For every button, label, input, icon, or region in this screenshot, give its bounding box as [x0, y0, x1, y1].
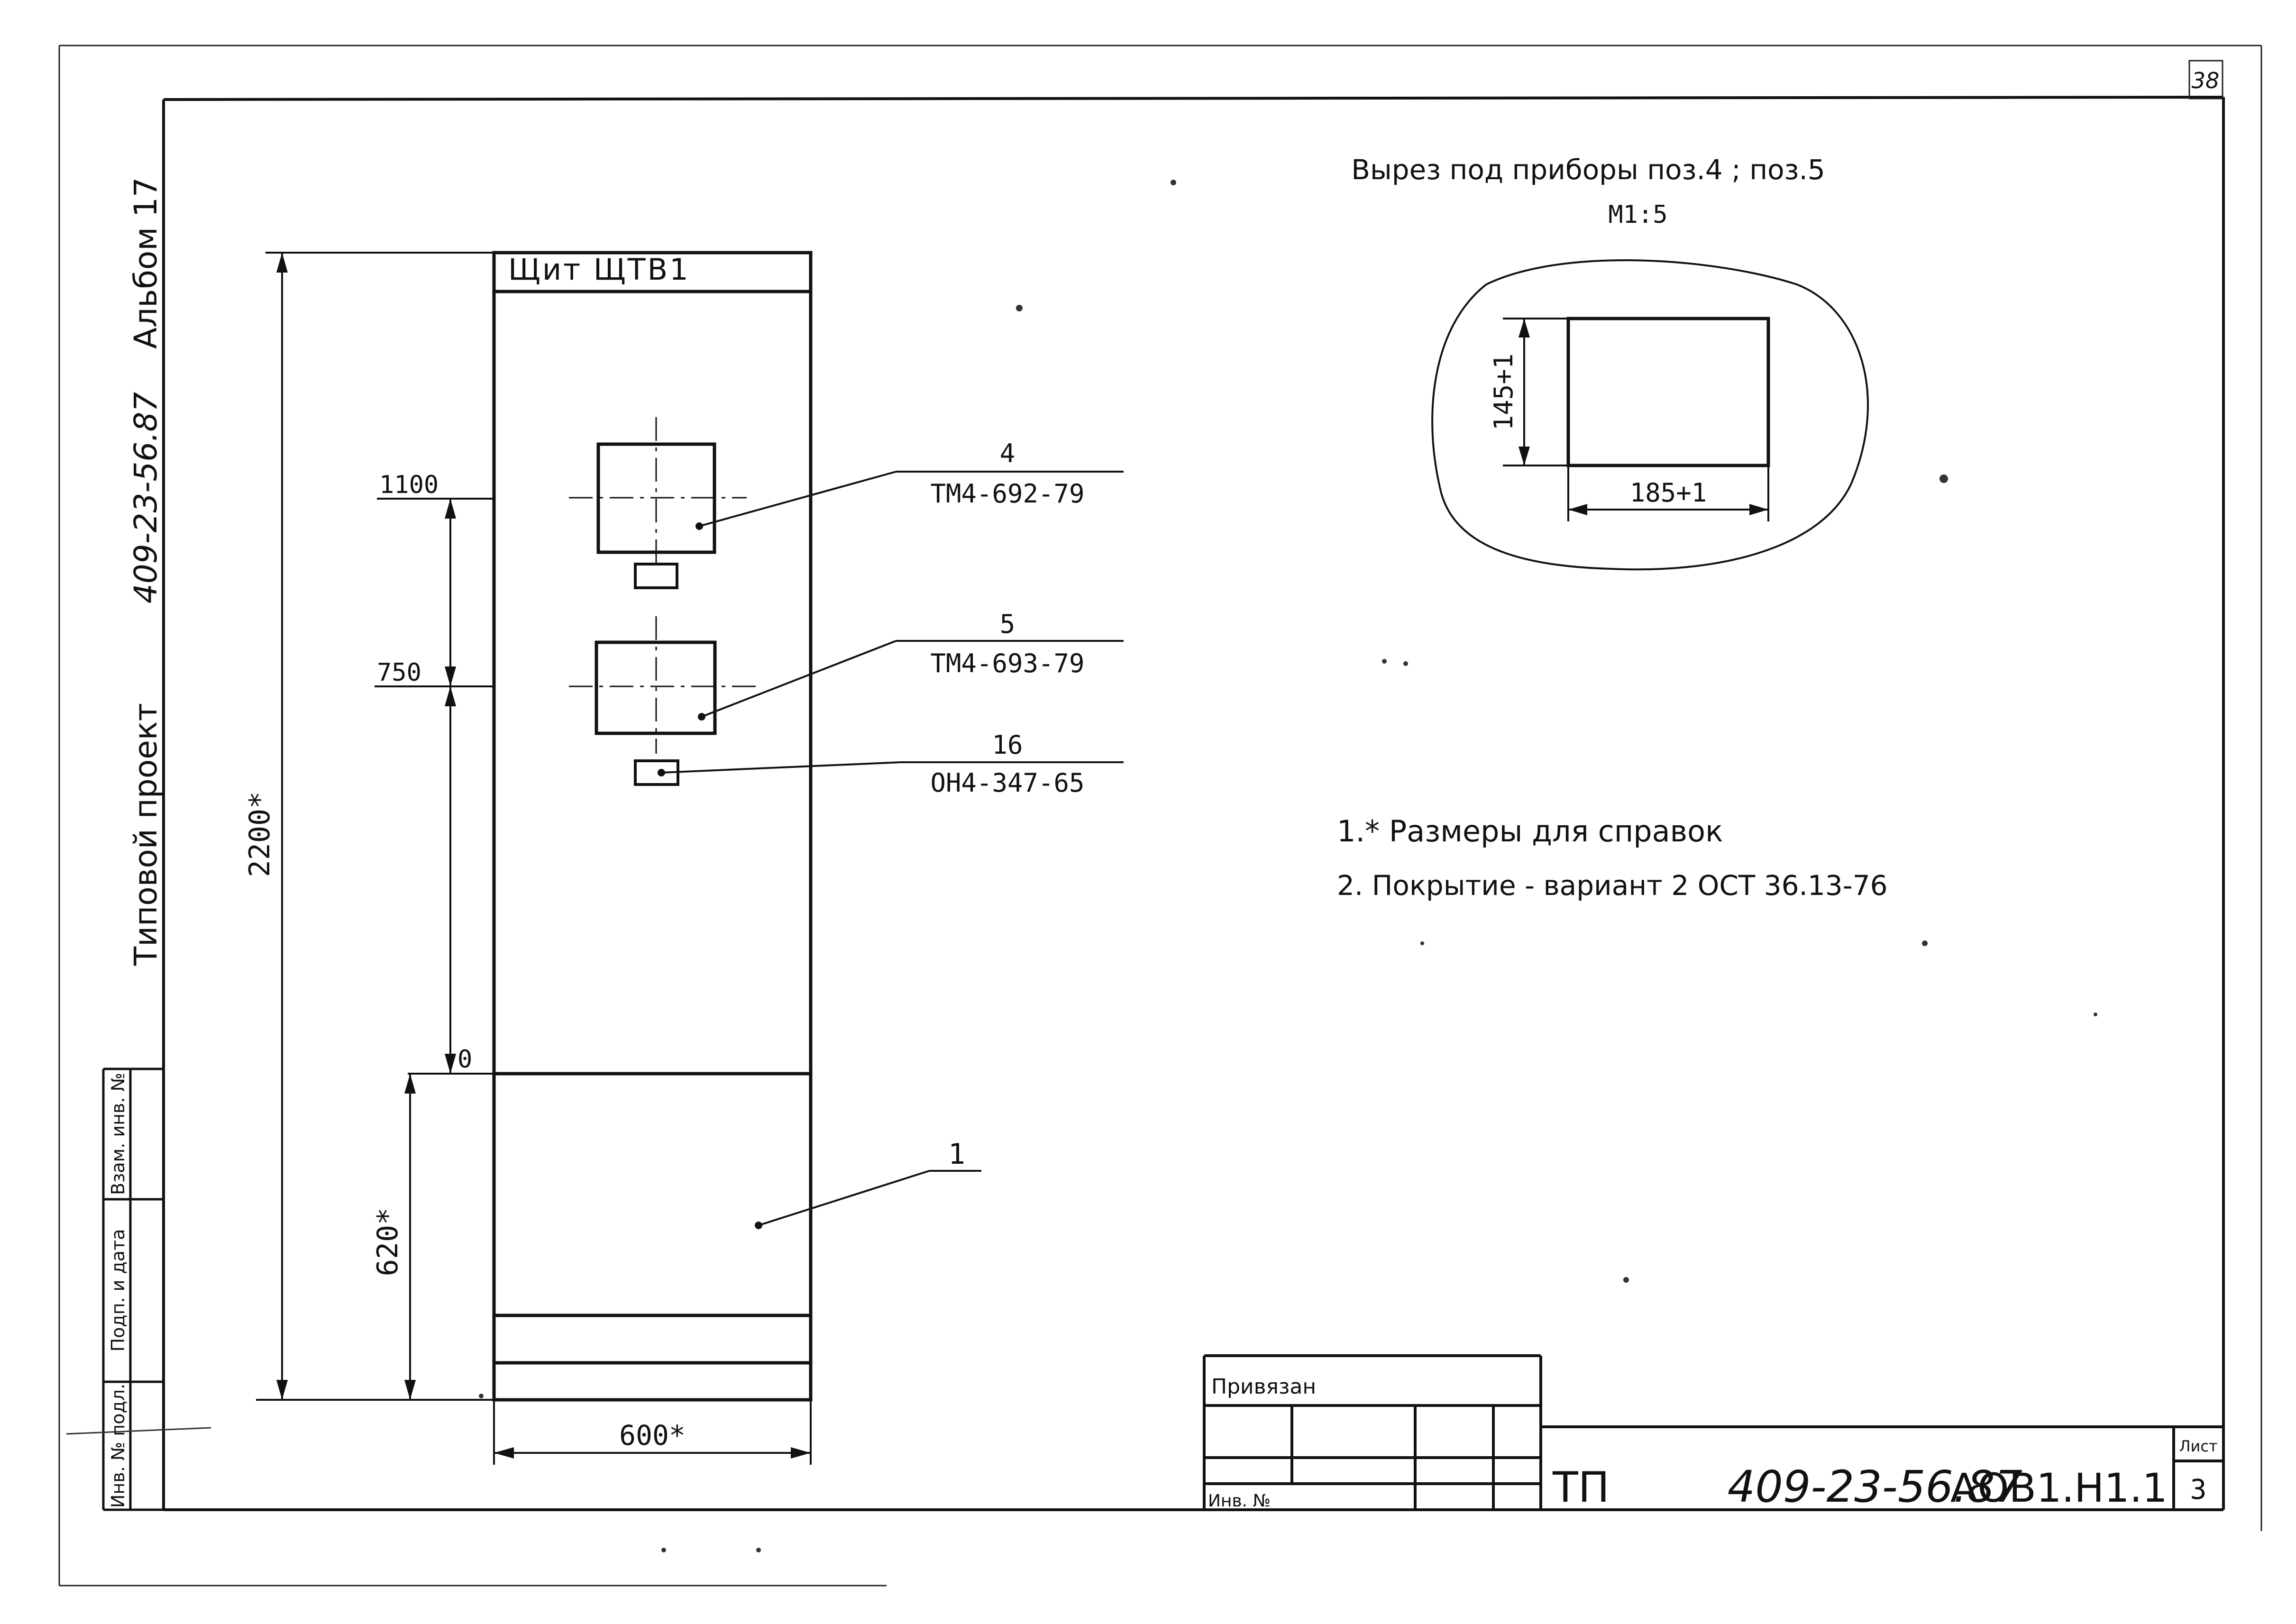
inv-label: Инв. № — [1208, 1491, 1271, 1511]
corner-sheet-number: 38 — [2192, 68, 2220, 93]
dimension-arrows — [276, 253, 811, 1459]
callout-pos-16: 16 — [992, 730, 1023, 760]
cutout-rect — [1566, 317, 1770, 467]
title-block: Привязан Инв. № ТП 409-23-56.87 АОВ1.Н1.… — [1203, 1354, 2223, 1512]
stamp-col-sign-date: Подп. и дата — [108, 1229, 128, 1352]
notes: 1.* Размеры для справок 2. Покрытие - ва… — [1337, 814, 1888, 902]
level-1100: 1100 — [379, 471, 439, 499]
cutout-title: Вырез под приборы поз.4 ; поз.5 — [1351, 154, 1825, 186]
cutout-detail: Вырез под приборы поз.4 ; поз.5 М1:5 145… — [1351, 154, 1869, 571]
dim-bottom-height: 620* — [371, 1208, 404, 1277]
level-zero: 0 — [457, 1045, 472, 1074]
callout-pos-1: 1 — [948, 1138, 965, 1171]
doc-code: АОВ1.Н1.1 — [1950, 1465, 2168, 1511]
scan-specks — [479, 180, 2097, 1552]
bound-label: Привязан — [1211, 1375, 1316, 1399]
cutout-dim-width: 185+1 — [1630, 478, 1707, 508]
corner-sheet-box: 38 — [2188, 60, 2223, 100]
outer-frame — [58, 45, 2262, 1587]
cutout-dim-height: 145+1 — [1489, 354, 1518, 431]
doc-prefix: ТП — [1552, 1463, 1610, 1512]
callout-pos-4: 4 — [1000, 438, 1015, 468]
side-project-code: 409-23-56.87 — [128, 392, 164, 604]
doc-number: 409-23-56.87 — [1728, 1461, 2022, 1512]
left-stamp: Инв. № подл. Подп. и дата Взам. инв. № — [66, 1067, 211, 1511]
note-1: 1.* Размеры для справок — [1337, 814, 1723, 848]
cutout-scale: М1:5 — [1608, 201, 1667, 229]
side-album-label: Альбом 17 — [128, 177, 164, 349]
sheet-label: Лист — [2179, 1437, 2217, 1455]
instrument-pos-5 — [569, 616, 756, 754]
stamp-col-replaced-inv: Взам. инв. № — [108, 1073, 128, 1195]
dimension-lines — [256, 252, 812, 1465]
instrument-pos-4 — [569, 417, 747, 589]
inner-frame — [162, 96, 2225, 1511]
panel-title: Щит ЩТВ1 — [508, 252, 690, 287]
callout-pos-5: 5 — [1000, 609, 1015, 639]
dim-width: 600* — [619, 1419, 686, 1451]
sheet-value: 3 — [2190, 1473, 2207, 1505]
dim-total-height: 2200* — [243, 792, 276, 877]
callout-leaders — [661, 471, 1124, 1226]
callout-ref-4: ТМ4-692-79 — [930, 479, 1084, 509]
cutout-break-outline — [1431, 259, 1869, 571]
side-project-label: Типовой проект — [128, 703, 164, 966]
callout-dots — [658, 522, 762, 1229]
panel-elevation: Щит ЩТВ1 — [243, 251, 1124, 1465]
callout-ref-5: ТМ4-693-79 — [930, 648, 1084, 678]
side-strip: Альбом 17 409-23-56.87 Типовой проект — [128, 177, 164, 966]
callout-ref-16: ОН4-347-65 — [930, 768, 1084, 798]
note-2: 2. Покрытие - вариант 2 ОСТ 36.13-76 — [1337, 869, 1888, 902]
stamp-col-inv-original: Инв. № подл. — [108, 1384, 128, 1508]
level-750: 750 — [377, 658, 421, 687]
